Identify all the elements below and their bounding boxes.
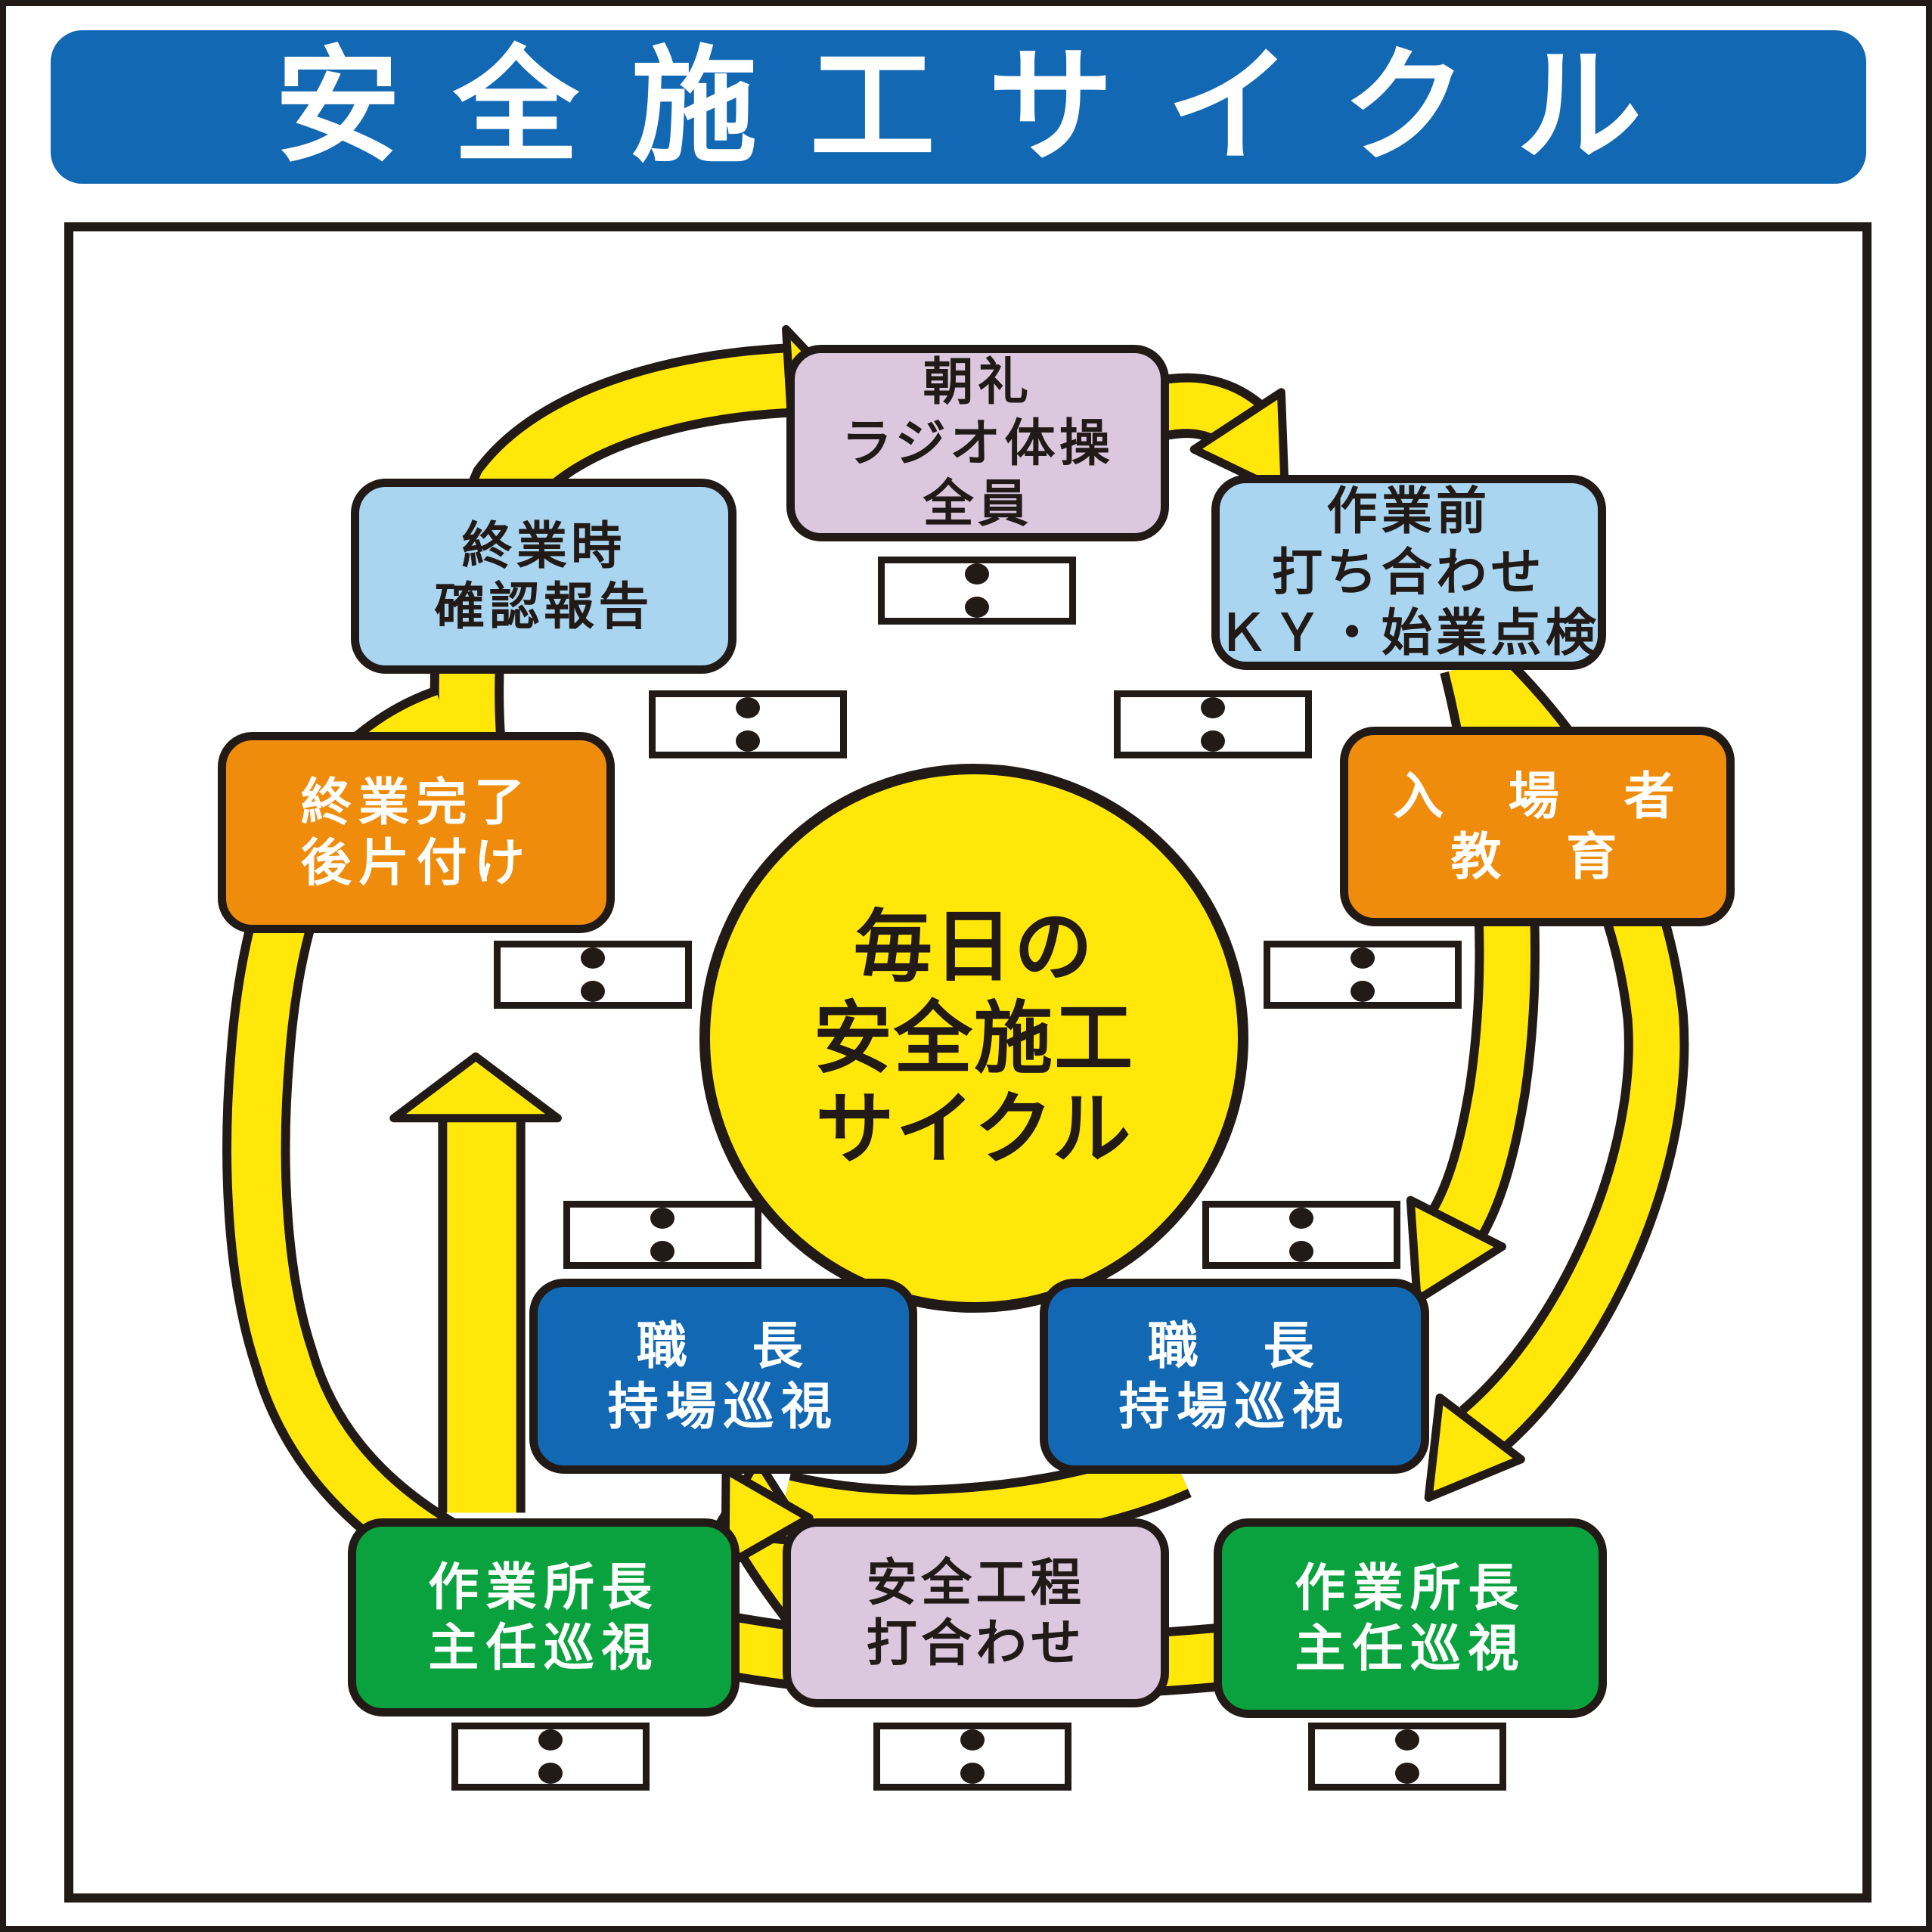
colon-icon [960, 1763, 985, 1784]
time-entry-box-safetyplan: : [873, 1723, 1071, 1791]
colon-icon [1351, 947, 1375, 969]
node-label-line: 教 育 [1450, 827, 1624, 886]
colon-icon [1201, 697, 1225, 718]
time-entry-box-foreman-left: : [563, 1201, 761, 1269]
arrowhead-to-manager-right-icon [1424, 1393, 1525, 1502]
node-site-manager-patrol-left: 作業所長 主任巡視 [348, 1518, 740, 1716]
colon-icon [538, 1763, 563, 1784]
node-label-line: 打合わせ [866, 1614, 1086, 1673]
colon-icon [1351, 981, 1375, 1002]
node-label-line: 打ち合わせ [1272, 542, 1546, 602]
center-line: サイクル [815, 1083, 1133, 1176]
node-site-manager-patrol-right: 作業所長 主任巡視 [1214, 1518, 1607, 1718]
time-entry-box-entrant: : [1264, 941, 1462, 1009]
colon-icon [650, 1208, 674, 1229]
node-label-line: 持場巡視 [1118, 1377, 1351, 1436]
colon-icon [1201, 730, 1225, 752]
node-morning-assembly: 朝礼 ラジオ体操 全員 [786, 345, 1169, 541]
colon-icon [538, 1729, 563, 1751]
colon-icon [736, 730, 760, 752]
time-entry-box-prework: : [1114, 690, 1312, 758]
node-label-line: 終業時 [461, 516, 626, 575]
colon-icon [960, 1729, 985, 1751]
node-label-line: 作業所長 [428, 1557, 659, 1617]
arrowhead-to-foreman-right-icon [1406, 1195, 1506, 1304]
node-label-line: 朝礼 [923, 352, 1033, 412]
node-safety-process-meeting: 安全工程 打合わせ [783, 1518, 1169, 1707]
colon-icon [1395, 1729, 1419, 1751]
colon-icon [1395, 1763, 1419, 1784]
node-label-line: ラジオ体操 [841, 413, 1115, 473]
node-foreman-patrol-left: 職 長 持場巡視 [529, 1279, 917, 1474]
node-prework-meeting: 作業前 打ち合わせ ＫＹ・始業点検 [1211, 475, 1606, 670]
poster-title: 安全施工サイクル [274, 33, 1695, 180]
node-label-line: 主任巡視 [428, 1618, 659, 1677]
time-entry-box-morning: : [878, 557, 1076, 625]
center-line: 安全施工 [813, 991, 1135, 1084]
time-entry-box-manager-left: : [451, 1723, 650, 1791]
node-label-line: 確認報告 [434, 577, 653, 636]
arrowhead-to-foreman-left-icon [721, 1465, 814, 1571]
time-entry-box-foreman-right: : [1202, 1201, 1400, 1269]
colon-icon [1289, 1241, 1313, 1262]
time-entry-box-manager-right: : [1308, 1723, 1506, 1791]
arrowhead-to-prework-icon [1189, 388, 1289, 498]
colon-icon [736, 697, 760, 718]
node-label-line: 終業完了 [300, 772, 532, 832]
time-entry-box-endreport: : [649, 690, 847, 758]
node-label-line: 職 長 [1147, 1316, 1322, 1375]
colon-icon [965, 563, 989, 585]
node-foreman-patrol-right: 職 長 持場巡視 [1040, 1279, 1429, 1474]
colon-icon [965, 597, 989, 618]
center-line: 毎日の [853, 901, 1095, 994]
content-frame [64, 222, 1872, 1903]
node-entrant-education: 入 場 者 教 育 [1340, 727, 1735, 926]
node-label-line: 入 場 者 [1393, 766, 1682, 826]
arrowhead-up-to-cleanup-icon [389, 1052, 562, 1123]
node-end-cleanup: 終業完了 後片付け [218, 732, 615, 933]
node-label-line: 後片付け [300, 833, 532, 892]
node-label-line: ＫＹ・始業点検 [1217, 603, 1601, 663]
node-label-line: 職 長 [636, 1316, 811, 1375]
node-end-of-work-report: 終業時 確認報告 [351, 479, 737, 674]
node-label-line: 安全工程 [866, 1552, 1086, 1612]
center-cycle-label: 毎日の 安全施工 サイクル [699, 764, 1248, 1313]
colon-icon [650, 1241, 674, 1262]
node-label-line: 全員 [923, 474, 1033, 534]
time-entry-box-endcleanup: : [494, 941, 692, 1009]
colon-icon [1289, 1208, 1313, 1229]
node-label-line: 主任巡視 [1295, 1619, 1526, 1678]
node-label-line: 作業前 [1326, 482, 1491, 541]
title-banner: 安全施工サイクル [51, 30, 1866, 184]
node-label-line: 作業所長 [1295, 1558, 1526, 1617]
colon-icon [581, 947, 605, 969]
node-label-line: 持場巡視 [607, 1377, 839, 1436]
colon-icon [581, 981, 605, 1002]
